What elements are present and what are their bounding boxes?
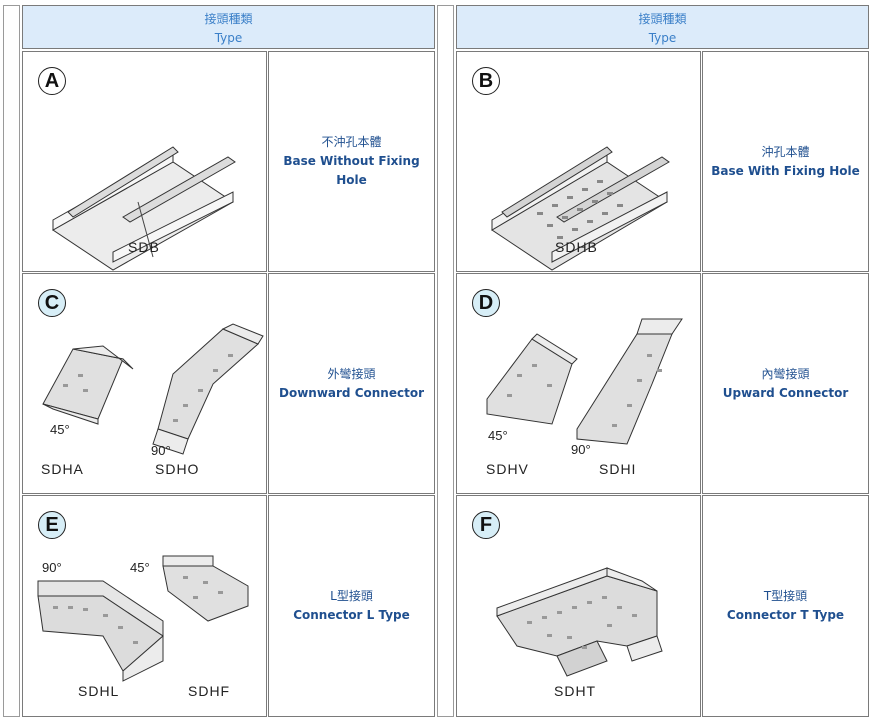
letter-b-badge: B <box>472 67 500 95</box>
letter-a-badge: A <box>38 67 66 95</box>
t-type-connector-illustration <box>496 567 663 677</box>
l-type-connector-illustration <box>37 555 249 682</box>
item-a-desc-cell: 不沖孔本體 Base Without Fixing Hole <box>268 51 435 272</box>
item-e-desc-en: Connector L Type <box>293 608 410 622</box>
model-label-sdhv: SDHV <box>486 461 529 477</box>
model-label-sdhi: SDHI <box>599 461 637 477</box>
angle-label-45: 45° <box>488 428 508 443</box>
item-e-image-cell: E 90° 45° SDHL SDHF <box>22 495 267 717</box>
angle-label-90: 90° <box>151 443 171 458</box>
model-label-sdht: SDHT <box>554 683 597 699</box>
item-c-desc-en: Downward Connector <box>279 385 424 400</box>
middle-gutter <box>437 5 454 717</box>
header-right: 接頭種類 Type <box>456 5 869 49</box>
header-right-zh: 接頭種類 <box>638 12 687 26</box>
model-label-sdha: SDHA <box>41 461 84 477</box>
model-label-sdhl: SDHL <box>78 683 120 699</box>
item-f-desc-zh: T型接頭 <box>763 589 808 603</box>
letter-f-badge: F <box>472 511 500 539</box>
item-d-desc-zh: 內彎接頭 <box>761 366 810 381</box>
item-d-desc-cell: 內彎接頭 Upward Connector <box>702 273 869 494</box>
letter-c-badge: C <box>38 289 66 317</box>
item-a-desc-zh: 不沖孔本體 <box>321 135 382 149</box>
angle-label-90: 90° <box>571 442 591 457</box>
header-left-zh: 接頭種類 <box>204 12 253 26</box>
upward-connector-illustration <box>486 318 683 445</box>
model-label-sdhb: SDHB <box>555 239 598 255</box>
item-a-image-cell: A SDB <box>22 51 267 272</box>
angle-label-45: 45° <box>130 560 150 575</box>
angle-label-45: 45° <box>50 422 70 437</box>
item-a-desc-en: Base Without Fixing Hole <box>283 154 420 187</box>
item-f-desc-cell: T型接頭 Connector T Type <box>702 495 869 717</box>
model-label-sdhf: SDHF <box>188 683 231 699</box>
item-b-desc-en: Base With Fixing Hole <box>711 163 860 178</box>
item-b-image-cell: B SDHB <box>456 51 701 272</box>
downward-connector-illustration <box>42 323 264 455</box>
angle-label-90: 90° <box>42 560 62 575</box>
letter-e-badge: E <box>38 511 66 539</box>
item-d-desc-en: Upward Connector <box>722 385 849 400</box>
header-left: 接頭種類 Type <box>22 5 435 49</box>
item-f-desc-en: Connector T Type <box>726 608 845 622</box>
item-d-image-cell: D 45° 90° SDHV SDHI <box>456 273 701 494</box>
model-label-sdho: SDHO <box>155 461 200 477</box>
item-c-desc-cell: 外彎接頭 Downward Connector <box>268 273 435 494</box>
item-f-image-cell: F SDHT <box>456 495 701 717</box>
tray-base-illustration <box>52 146 236 271</box>
letter-d-badge: D <box>472 289 500 317</box>
header-left-en: Type <box>214 31 243 45</box>
item-e-desc-cell: L型接頭 Connector L Type <box>268 495 435 717</box>
item-b-desc-cell: 沖孔本體 Base With Fixing Hole <box>702 51 869 272</box>
tray-base-holes-illustration <box>491 146 670 271</box>
left-gutter <box>3 5 20 717</box>
model-label-sdb: SDB <box>128 239 160 255</box>
item-c-desc-zh: 外彎接頭 <box>327 366 376 381</box>
item-c-image-cell: C 45° 90° SDHA SDHO <box>22 273 267 494</box>
item-e-desc-zh: L型接頭 <box>330 589 373 603</box>
item-b-desc-zh: 沖孔本體 <box>761 144 810 159</box>
header-right-en: Type <box>648 31 677 45</box>
